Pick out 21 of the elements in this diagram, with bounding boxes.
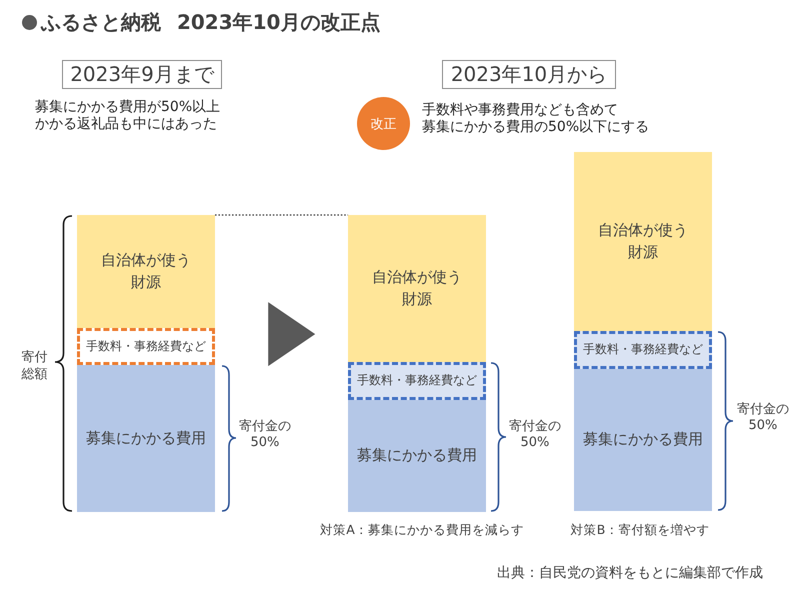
municipal-funds-segment: 自治体が使う財源 <box>348 215 486 362</box>
municipal-funds-segment: 自治体が使う財源 <box>574 152 712 331</box>
brace-label: 寄付金の50% <box>736 402 790 434</box>
period-heading-box: 2023年9月まで <box>62 60 222 89</box>
note-text: 募集にかかる費用が50%以上かかる返礼品も中にはあった <box>35 99 222 133</box>
bar-caption: 対策A：募集にかかる費用を減らす <box>319 522 525 538</box>
brace-label: 寄付総額 <box>21 349 48 383</box>
municipal-funds-segment: 自治体が使う財源 <box>77 215 215 328</box>
period-heading-box: 2023年10月から <box>442 60 616 89</box>
fees-dashed-box: 手数料・事務経費など <box>348 362 486 400</box>
brace-label: 寄付金の50% <box>508 419 562 451</box>
brace-label: 寄付金の50% <box>238 419 292 451</box>
transition-arrow <box>268 302 316 366</box>
revision-badge: 改正 <box>357 97 410 150</box>
bar-caption: 対策B：寄付額を増やす <box>570 522 710 538</box>
fees-dashed-box: 手数料・事務経費など <box>77 328 215 365</box>
reference-line <box>215 214 348 216</box>
fees-dashed-box: 手数料・事務経費など <box>574 331 712 369</box>
page-title: ふるさと納税 2023年10月の改正点 <box>41 9 380 35</box>
revision-note: 手数料や事務費用なども含めて募集にかかる費用の50%以下にする <box>422 102 650 136</box>
source-note: 出典：自民党の資料をもとに編集部で作成 <box>497 564 763 582</box>
